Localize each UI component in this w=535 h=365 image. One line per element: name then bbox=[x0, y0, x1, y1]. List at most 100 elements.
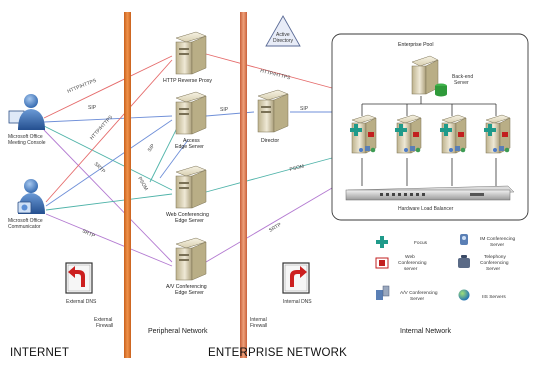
external-firewall-label-1: External bbox=[94, 317, 112, 323]
proto-srtp-internal: SRTP bbox=[268, 222, 283, 234]
enterprise-pool: Enterprise Pool Back-end Server bbox=[331, 33, 529, 221]
backend-label-1: Back-end bbox=[452, 74, 473, 80]
legend-im-1: IM Conferencing bbox=[480, 236, 516, 242]
meeting-console-label-2: Meeting Console bbox=[8, 140, 46, 146]
proto-sip-client: SIP bbox=[88, 105, 97, 111]
line-console-av bbox=[43, 129, 173, 263]
line-av-pool bbox=[205, 187, 333, 263]
web-conferencing-edge-server: Web Conferencing Edge Server bbox=[166, 165, 209, 224]
director-label: Director bbox=[261, 138, 279, 144]
internal-network-label: Internal Network bbox=[400, 328, 451, 335]
backend-label-2: Server bbox=[454, 80, 469, 86]
line-proxy-pool bbox=[205, 53, 333, 89]
focus-icon bbox=[350, 124, 362, 136]
front-end-server-1 bbox=[350, 114, 377, 154]
proto-sip-access: SIP bbox=[147, 143, 157, 154]
proto-psom-access: PSOM bbox=[136, 176, 149, 192]
server-icon bbox=[175, 41, 193, 75]
internal-firewall-label-1: Internal bbox=[250, 317, 267, 323]
load-balancer-icon bbox=[345, 185, 515, 201]
line-console-webconf bbox=[43, 125, 173, 191]
internal-dns-label: Internal DNS bbox=[283, 299, 312, 305]
legend-telephony-2: Conferencing bbox=[480, 260, 509, 266]
external-firewall bbox=[124, 12, 131, 358]
dns-arrow-icon bbox=[68, 266, 85, 287]
legend-av-2: Server bbox=[410, 296, 425, 302]
front-end-server-3 bbox=[440, 114, 467, 154]
legend-im-2: Server bbox=[490, 242, 505, 248]
legend-focus: Focus bbox=[414, 240, 428, 246]
focus-icon bbox=[395, 124, 407, 136]
external-dns: External DNS bbox=[65, 262, 97, 305]
user-icon bbox=[24, 94, 38, 108]
focus-icon bbox=[376, 236, 388, 248]
internal-firewall-label-2: Firewall bbox=[250, 323, 267, 329]
director-server: Director bbox=[257, 89, 289, 144]
legend: Focus IM Conferencing Server Web Confere… bbox=[375, 234, 516, 302]
server-icon bbox=[411, 65, 427, 95]
communicator-label-1: Microsoft Office bbox=[8, 218, 43, 224]
proto-http-client: HTTP/HTTPS bbox=[67, 77, 98, 94]
proto-srtp-client-2: SRTP bbox=[81, 228, 96, 239]
internal-dns: Internal DNS bbox=[282, 262, 312, 305]
phone-icon bbox=[458, 258, 470, 268]
triangle-icon bbox=[265, 15, 301, 47]
access-edge-label-2: Edge Server bbox=[175, 144, 204, 150]
legend-av-1: A/V Conferencing bbox=[400, 290, 438, 296]
server-icon bbox=[175, 175, 193, 209]
internet-label: INTERNET bbox=[10, 347, 69, 359]
line-comm-proxy bbox=[45, 59, 173, 203]
web-conf-edge-label-1: Web Conferencing bbox=[166, 212, 209, 218]
front-end-server-2 bbox=[395, 114, 422, 154]
camera-icon bbox=[382, 285, 390, 297]
line-webconf-pool bbox=[205, 157, 333, 193]
line-console-access bbox=[43, 115, 173, 123]
meeting-console-client: Microsoft Office Meeting Console bbox=[8, 94, 46, 146]
enterprise-pool-label: Enterprise Pool bbox=[398, 42, 433, 48]
load-balancer-label: Hardware Load Balancer bbox=[398, 206, 454, 212]
enterprise-pool-box bbox=[331, 33, 529, 221]
access-edge-server: Access Edge Server bbox=[175, 91, 207, 150]
user-icon bbox=[24, 179, 38, 193]
active-directory-label-1: Active bbox=[276, 32, 290, 38]
proto-sip-director-left: SIP bbox=[220, 107, 229, 113]
web-conf-edge-label-2: Edge Server bbox=[175, 218, 204, 224]
proto-http-internal: HTTP/HTTPS bbox=[260, 68, 292, 81]
legend-telephony-3: Server bbox=[486, 266, 501, 272]
proto-sip-director-right: SIP bbox=[300, 106, 309, 112]
globe-icon bbox=[458, 289, 470, 301]
av-server-icon bbox=[376, 290, 383, 300]
reverse-proxy-label: HTTP Reverse Proxy bbox=[163, 78, 212, 84]
legend-web-3: server bbox=[404, 266, 418, 272]
external-firewall-label-2: Firewall bbox=[96, 323, 113, 329]
enterprise-network-label: ENTERPRISE NETWORK bbox=[208, 347, 347, 359]
line-comm-av bbox=[45, 213, 173, 267]
server-icon bbox=[257, 99, 275, 133]
reverse-proxy-server: HTTP Reverse Proxy bbox=[163, 31, 212, 84]
line-comm-access bbox=[45, 119, 173, 207]
legend-web-1: Web bbox=[405, 254, 415, 260]
av-conf-edge-label-2: Edge Server bbox=[175, 290, 204, 296]
proto-psom-internal: PSOM bbox=[289, 164, 305, 173]
av-conferencing-edge-server: A/V Conferencing Edge Server bbox=[166, 237, 207, 296]
legend-iis: IIS Servers bbox=[482, 294, 506, 300]
server-icon bbox=[175, 101, 193, 135]
focus-icon bbox=[440, 124, 452, 136]
communicator-client: Microsoft Office Communicator bbox=[8, 179, 45, 230]
meeting-console-label-1: Microsoft Office bbox=[8, 134, 43, 140]
dns-arrow-icon bbox=[290, 266, 307, 287]
line-console-proxy bbox=[43, 55, 173, 119]
peripheral-network-label: Peripheral Network bbox=[148, 328, 208, 335]
proto-http-client-2: HTTP/HTTPS bbox=[89, 114, 115, 141]
external-dns-label: External DNS bbox=[66, 299, 97, 305]
access-edge-label-1: Access bbox=[183, 138, 200, 144]
connection-lines bbox=[43, 53, 333, 267]
av-conf-edge-label-1: A/V Conferencing bbox=[166, 284, 207, 290]
front-end-server-4 bbox=[484, 114, 511, 154]
internal-firewall bbox=[240, 12, 247, 358]
active-directory: Active Directory bbox=[265, 15, 301, 47]
line-access-sip bbox=[159, 139, 189, 179]
server-icon bbox=[175, 247, 193, 281]
legend-telephony-1: Telephony bbox=[484, 254, 506, 260]
